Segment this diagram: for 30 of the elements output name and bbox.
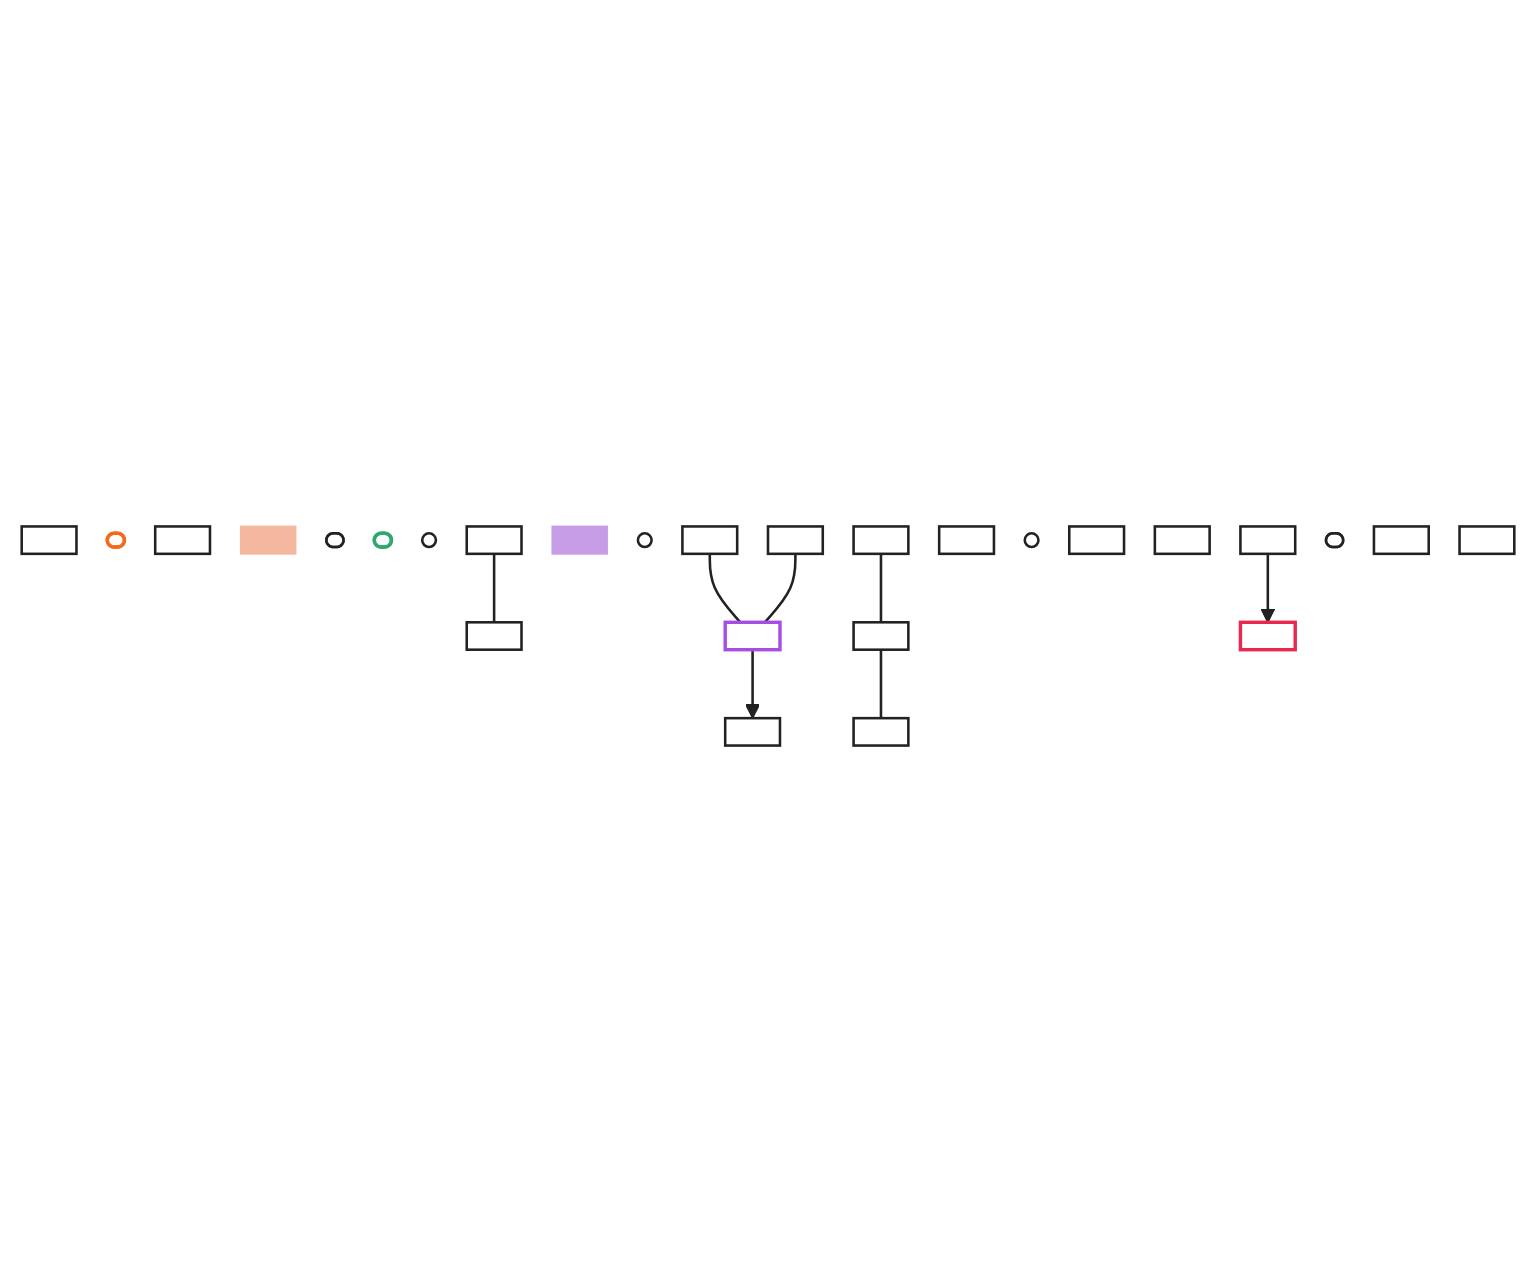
node-box: [852, 525, 910, 556]
arrow: [745, 649, 761, 719]
node-box: [1239, 525, 1297, 556]
node-box: [1153, 525, 1211, 556]
node-box: [1067, 525, 1126, 556]
connector: [763, 553, 797, 624]
node-box: [465, 525, 523, 556]
node-box: [1238, 620, 1297, 652]
connector: [879, 649, 883, 719]
connector: [879, 553, 883, 623]
node-circle: [636, 532, 653, 549]
node-box: [852, 621, 910, 651]
node-box: [852, 716, 910, 747]
node-box: [766, 525, 825, 556]
node-circle: [420, 532, 438, 549]
node-box: [153, 525, 212, 556]
node-box: [20, 525, 78, 556]
node-box: [681, 525, 739, 556]
node-box: [723, 620, 782, 652]
node-box: [1458, 525, 1516, 556]
connector: [492, 553, 496, 623]
node-box: [465, 621, 523, 651]
node-box: [1372, 525, 1430, 556]
node-box: [937, 525, 996, 556]
node-box: [239, 525, 297, 555]
node-box: [723, 716, 782, 747]
connector: [708, 553, 742, 624]
node-box: [551, 525, 608, 555]
arrow: [1260, 553, 1276, 623]
node-circle: [1023, 532, 1040, 549]
